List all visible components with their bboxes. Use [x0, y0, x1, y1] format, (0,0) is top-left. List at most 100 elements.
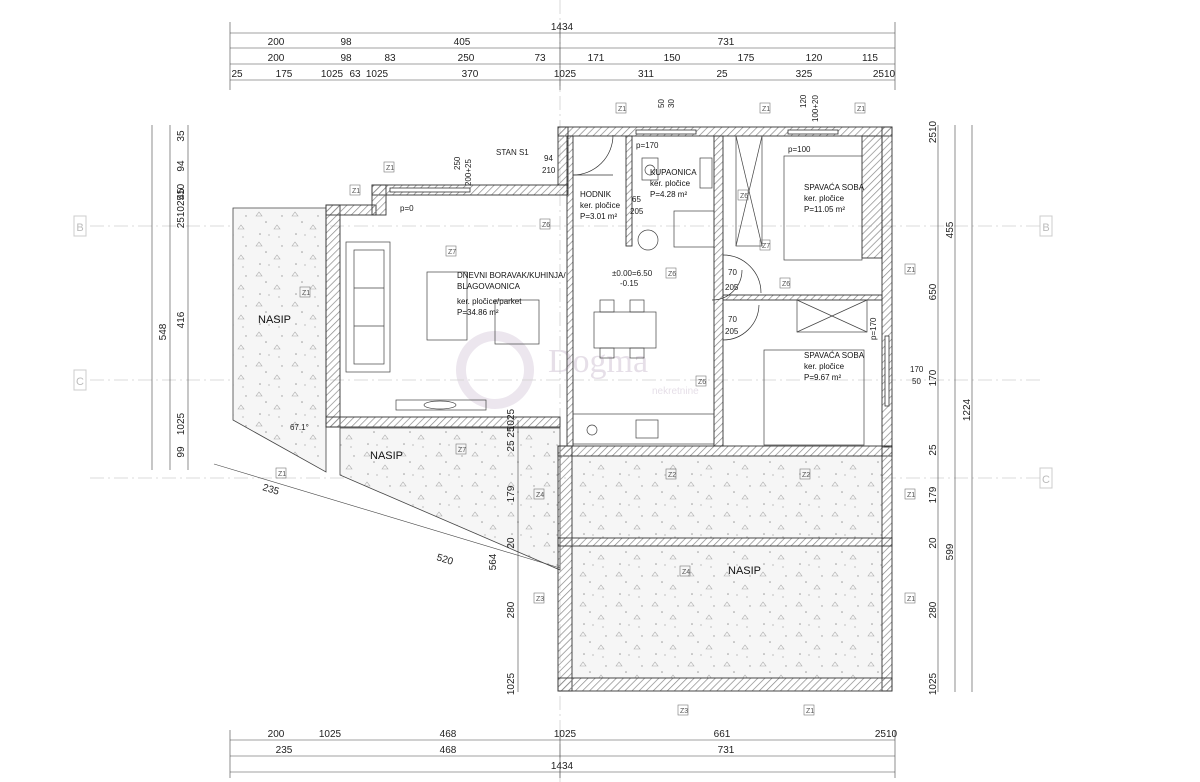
room-bed2-area: P=9.67 m² [804, 373, 841, 382]
bathtub [673, 210, 715, 248]
dim-left-c: 45 [176, 188, 187, 200]
tag-z1-g: Z1 [907, 267, 915, 274]
dim-left-b: 94 [176, 160, 187, 172]
dim-top-r2-f: 171 [588, 53, 605, 64]
dimension-lines [151, 22, 973, 778]
window-4-height: 50 [912, 377, 921, 386]
wardrobe-2 [796, 299, 868, 333]
axis-markers: B B C C [73, 215, 1053, 489]
door-3-width: 65 [632, 195, 641, 204]
door-2-height: 205 [725, 327, 739, 336]
dim-angle: 67.1° [290, 423, 309, 432]
bed-2 [763, 349, 865, 446]
dim-left-d: 25102510 [176, 183, 187, 228]
dim-top-r3-e: 1025 [366, 69, 389, 80]
dim-inner-a: 25 [506, 440, 517, 452]
dims-top: 1434 200 98 405 731 200 98 83 250 73 171… [231, 22, 895, 80]
nasip-label-left: NASIP [258, 314, 291, 326]
dining-table [593, 311, 657, 349]
tag-z6-c: Z6 [782, 281, 790, 288]
doors [572, 134, 762, 341]
tag-z6: Z6 [542, 222, 550, 229]
room-bed2-floor: ker. pločice [804, 362, 845, 371]
nasip-area-right-bottom [572, 546, 882, 678]
tag-z3-b: Z3 [680, 708, 688, 715]
stan-label: STAN S1 [496, 148, 529, 157]
axis-label-b-left: B [76, 222, 83, 234]
dim-bottom-r1-e: 661 [714, 729, 731, 740]
nasip-area-right-top [572, 456, 882, 538]
room-bed2-name: SPAVAĆA SOBA [804, 351, 865, 360]
armchair [494, 299, 540, 345]
dim-top-r3-g: 1025 [554, 69, 577, 80]
dim-top-r2-h: 175 [738, 53, 755, 64]
dim-top-r2-i: 120 [806, 53, 823, 64]
tag-z1-f: Z1 [857, 106, 865, 113]
dim-top-r3-a: 25 [231, 69, 243, 80]
axis-label-c-left: C [76, 376, 84, 388]
tag-p1-c: Z7 [458, 447, 466, 454]
room-hall-floor: ker. pločice [580, 201, 621, 210]
furniture [345, 135, 868, 446]
room-bed1-area: P=11.05 m² [804, 205, 845, 214]
tag-z1-k: Z1 [278, 471, 286, 478]
tag-z1-c: Z1 [302, 290, 310, 297]
window-4-width: 170 [910, 365, 924, 374]
dim-top-r2-d: 250 [458, 53, 475, 64]
dim-right-total: 1224 [962, 398, 973, 421]
window-3-height: 100+20 [811, 95, 820, 122]
tag-p1-a: Z7 [448, 249, 456, 256]
dim-right-group-b: 599 [945, 543, 956, 560]
dim-right-a: 2510 [928, 120, 939, 143]
room-hall-area: P=3.01 m² [580, 212, 617, 221]
room-living-area: P=34.86 m² [457, 308, 499, 317]
dim-right-c: 170 [928, 369, 939, 386]
kitchen-counter [572, 413, 715, 445]
dim-bottom-total: 1434 [551, 761, 574, 772]
dim-top-total: 1434 [551, 22, 574, 33]
dim-bottom-r2-a: 235 [276, 745, 293, 756]
dim-bottom-r1-b: 1025 [319, 729, 342, 740]
dim-inner-e: 20 [506, 537, 517, 549]
dim-inner-c: 1025 [506, 408, 517, 431]
parapet-label-3: p=100 [788, 145, 811, 154]
entry-door-width: 94 [544, 154, 553, 163]
door-1-width: 70 [728, 268, 737, 277]
dim-top-r3-h: 311 [638, 69, 654, 80]
window-3-width: 120 [799, 94, 808, 108]
dim-top-r3-c: 1025 [321, 69, 344, 80]
level-label: ±0.00=6.50 [612, 269, 653, 278]
dim-top-r2-j: 115 [862, 53, 878, 64]
tag-z3-a: Z3 [536, 596, 544, 603]
dim-top-r2-b: 98 [340, 53, 352, 64]
dim-right-e: 179 [928, 486, 939, 503]
window-2-height: 30 [667, 99, 676, 108]
dim-left-f: 1025 [176, 412, 187, 435]
tag-p1-b: Z7 [762, 243, 770, 250]
axis-label-c-right: C [1042, 474, 1050, 486]
door-2-width: 70 [728, 315, 737, 324]
dim-top-r3-f: 370 [462, 69, 479, 80]
terrace-areas [232, 207, 882, 678]
nasip-area-left [232, 207, 327, 473]
room-hall-name: HODNIK [580, 190, 612, 199]
dim-top-r2-c: 83 [384, 53, 396, 64]
level-label-2: -0.15 [620, 279, 639, 288]
dims-right: 2510 650 170 25 179 20 280 1025 455 599 … [928, 120, 973, 695]
entry-door-height: 210 [542, 166, 556, 175]
dim-bottom-r2-c: 731 [718, 745, 735, 756]
watermark-subtext: nekretnine [652, 386, 699, 397]
dim-right-b: 650 [928, 283, 939, 300]
dim-bottom-r1-d: 1025 [554, 729, 577, 740]
dim-inner-b: 25 [506, 426, 517, 438]
room-labels: DNEVNI BORAVAK/KUHINJA/ BLAGOVAONICA ker… [258, 141, 878, 577]
windows [389, 129, 890, 407]
tag-z1-b: Z1 [352, 188, 360, 195]
nasip-label-right: NASIP [728, 565, 761, 577]
tag-z4-b: Z4 [682, 569, 690, 576]
dim-inner-f: 280 [506, 601, 517, 618]
dims-inner: 25 25 1025 179 20 280 1025 564 520 235 6… [261, 408, 517, 695]
dim-bottom-r1-c: 468 [440, 729, 457, 740]
room-living-name: DNEVNI BORAVAK/KUHINJA/ [457, 271, 566, 280]
sofa [345, 241, 391, 373]
